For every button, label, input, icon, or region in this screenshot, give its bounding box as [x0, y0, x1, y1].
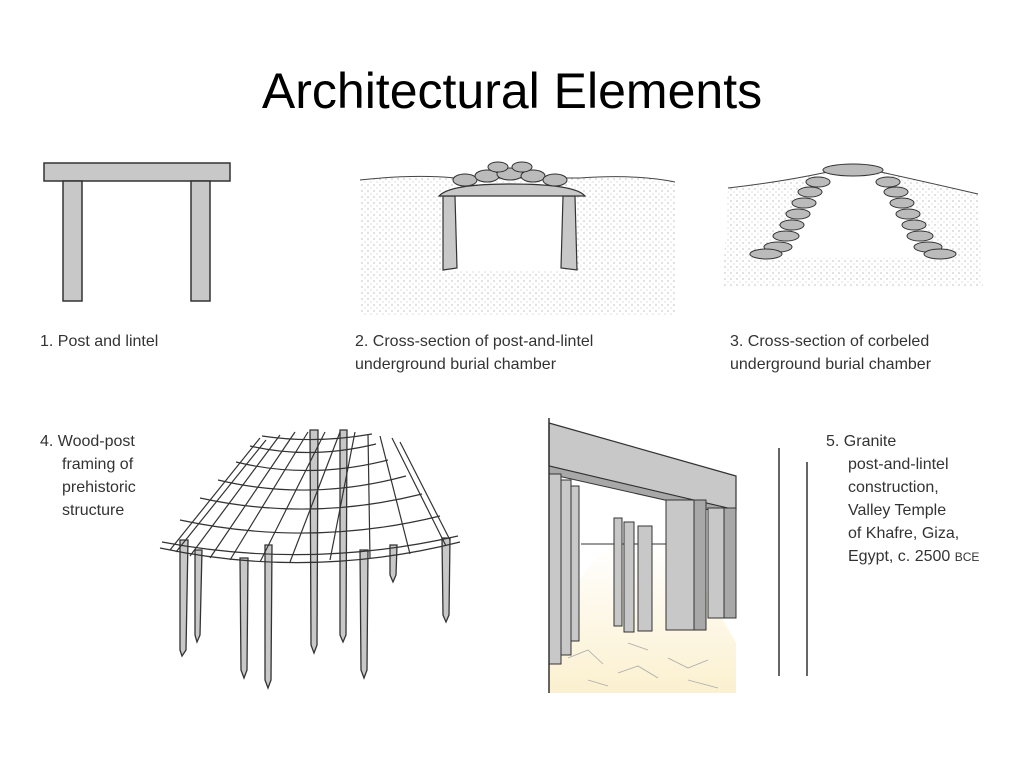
- post-lintel-burial-chamber-drawing: [359, 161, 676, 315]
- valley-temple-interior-drawing: [548, 418, 743, 693]
- caption-3: 3. Cross-section of corbeled underground…: [730, 333, 932, 373]
- caption-4: 4. Wood-post framing of prehistoric stru…: [40, 433, 136, 519]
- post-and-lintel-drawing: [43, 162, 231, 302]
- valley-temple-side-lines: [778, 448, 808, 676]
- wood-post-frame-drawing: [159, 429, 461, 690]
- caption-2: 2. Cross-section of post-and-lintel unde…: [355, 333, 594, 373]
- slide-title: Architectural Elements: [261, 63, 763, 119]
- caption-1: 1. Post and lintel: [40, 333, 159, 350]
- corbeled-burial-chamber-drawing: [723, 163, 983, 286]
- caption-5: 5. Granite post-and-lintel construction,…: [826, 433, 980, 565]
